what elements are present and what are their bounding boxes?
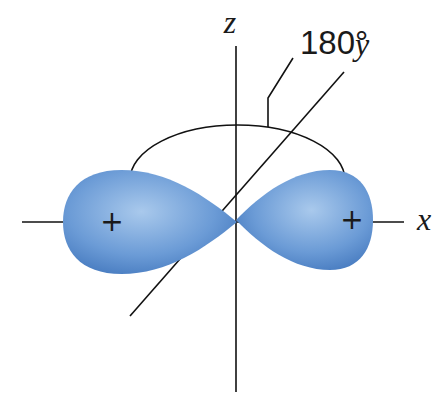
- lobe-outline: [236, 170, 373, 270]
- orbital-lobe: +: [236, 168, 374, 272]
- phase-sign: +: [340, 206, 363, 234]
- angle-arc: [130, 125, 345, 180]
- orbital-lobe: +: [62, 168, 237, 276]
- axis-label: z: [224, 6, 236, 38]
- axis-label: x: [417, 203, 431, 235]
- lobe-outline: [63, 170, 237, 274]
- leader-line: [268, 58, 293, 127]
- axis-label: y: [355, 28, 369, 60]
- z-axis: [235, 46, 237, 392]
- lobe-shape: [62, 168, 237, 276]
- phase-sign: +: [100, 208, 123, 236]
